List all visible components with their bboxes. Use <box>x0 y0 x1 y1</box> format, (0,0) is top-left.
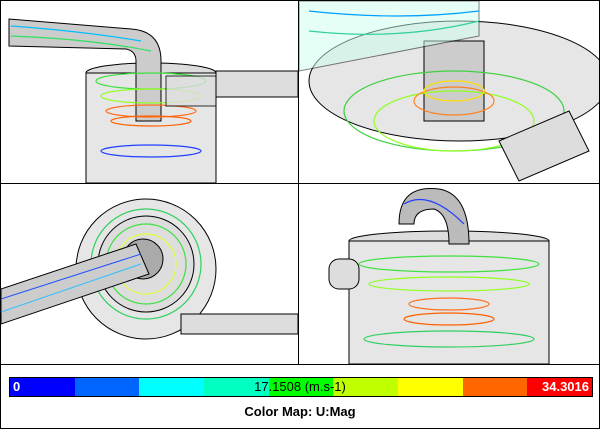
viewport-bottom-left[interactable] <box>1 184 298 364</box>
colorbar-max-label: 34.3016 <box>542 379 589 394</box>
color-bar-segment-4 <box>268 378 334 396</box>
color-bar-segment-0 <box>10 378 75 396</box>
viewport-bottom-right[interactable] <box>299 184 599 364</box>
colorbar-min-label: 0 <box>13 379 21 394</box>
viewport-top-left[interactable] <box>1 1 298 183</box>
color-bar-segment-7 <box>462 378 528 396</box>
viewport-divider-vertical <box>298 0 299 364</box>
legend-divider <box>0 364 600 365</box>
color-bar-segment-3 <box>204 378 269 396</box>
color-bar <box>9 377 593 397</box>
colormap-title: Color Map: U:Mag <box>244 404 356 419</box>
color-bar-segment-5 <box>333 378 399 396</box>
color-bar-segment-1 <box>74 378 140 396</box>
color-bar-segment-8 <box>527 378 593 396</box>
color-bar-segment-2 <box>139 378 205 396</box>
color-bar-segment-6 <box>398 378 463 396</box>
viewport-divider-horizontal <box>0 183 600 184</box>
viewport-top-right[interactable] <box>299 1 599 183</box>
colorbar-mid-label: 17.1508 (m.s-1) <box>254 379 346 394</box>
